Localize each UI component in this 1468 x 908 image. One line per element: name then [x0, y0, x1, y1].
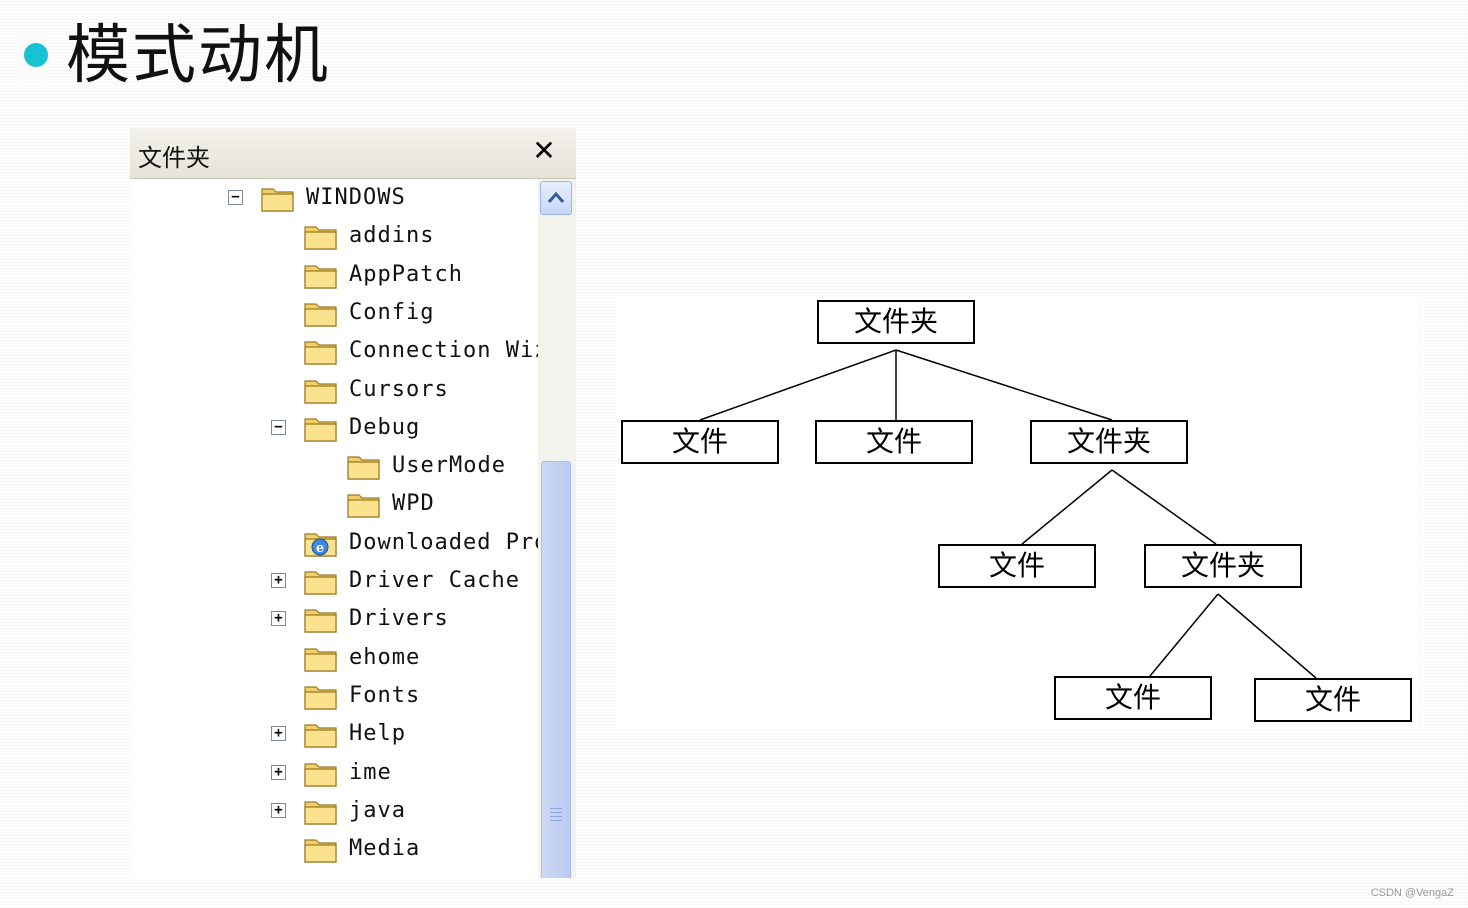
diagram-node-file: 文件 — [621, 420, 779, 464]
diagram-node-file: 文件 — [1254, 678, 1412, 722]
collapse-icon[interactable]: − — [271, 419, 286, 435]
folder-icon — [303, 298, 339, 328]
watermark: CSDN @VengaZ — [1370, 887, 1454, 899]
bullet-icon — [24, 43, 48, 67]
folder-icon — [303, 758, 339, 788]
tree-item-label: Fonts — [349, 682, 421, 708]
diagram-node-file: 文件 — [938, 544, 1096, 588]
scroll-thumb[interactable] — [541, 461, 571, 878]
tree-item[interactable]: + Driver Cache — [130, 564, 538, 598]
tree-item-label: java — [349, 797, 406, 823]
tree-item[interactable]: Cursors — [130, 373, 538, 407]
tree-item-label: Connection Wiz — [349, 338, 538, 364]
connector-line — [1111, 469, 1217, 545]
diagram-connectors — [699, 349, 1317, 679]
tree-item[interactable]: + Drivers — [130, 602, 538, 636]
connector-line — [895, 349, 1113, 421]
expand-icon[interactable]: + — [271, 611, 286, 627]
folder-icon — [303, 566, 339, 596]
folder-icon — [303, 604, 339, 634]
folder-open-icon — [260, 183, 296, 213]
folder-icon — [303, 413, 339, 443]
tree-item-label: WPD — [392, 491, 435, 517]
diagram-node-folder: 文件夹 — [1030, 420, 1188, 464]
tree-item[interactable]: Fonts — [130, 679, 538, 713]
tree-item[interactable]: e Downloaded Pro — [130, 526, 538, 560]
tree-item[interactable]: AppPatch — [130, 258, 538, 292]
tree-diagram: 文件夹 文件 文件 文件夹 文件 文件夹 文件 文件 — [618, 298, 1418, 728]
tree-item[interactable]: Media — [130, 832, 538, 866]
folder-icon — [303, 796, 339, 826]
connector-line — [1021, 469, 1113, 545]
svg-text:e: e — [316, 541, 324, 556]
pane-header: 文件夹 ✕ — [130, 128, 576, 179]
grip-line — [550, 816, 562, 817]
tree-item-label: Driver Cache — [349, 568, 520, 593]
tree-item-label: Config — [349, 299, 435, 325]
tree-item[interactable]: + Help — [130, 717, 538, 751]
tree-item-label: WINDOWS — [306, 185, 406, 210]
connector-line — [699, 349, 897, 421]
grip-line — [550, 808, 562, 809]
ie-folder-icon: e — [303, 528, 339, 558]
tree-item-label: UserMode — [392, 453, 506, 479]
tree-item[interactable]: Connection Wiz — [130, 334, 538, 368]
tree-item[interactable]: ehome — [130, 641, 538, 675]
folder-icon — [303, 834, 339, 864]
scroll-up-button[interactable] — [540, 181, 572, 215]
connector-line — [1149, 593, 1219, 677]
tree-item-label: Help — [349, 721, 406, 747]
tree-item-label: Cursors — [349, 376, 449, 402]
tree-item[interactable]: Config — [130, 296, 538, 330]
tree-item[interactable]: − Debug — [130, 411, 538, 445]
tree-item-label: Downloaded Pro — [349, 529, 538, 555]
vertical-scrollbar[interactable] — [538, 179, 576, 878]
folder-icon — [303, 260, 339, 290]
pane-title: 文件夹 — [138, 144, 210, 172]
folder-tree: − WINDOWS addins AppPatch Config Connect… — [130, 179, 538, 878]
collapse-icon[interactable]: − — [228, 190, 243, 205]
tree-item-label: AppPatch — [349, 261, 463, 287]
folder-icon — [346, 489, 382, 519]
diagram-node-root: 文件夹 — [817, 300, 975, 344]
tree-item[interactable]: + java — [130, 794, 538, 828]
expand-icon[interactable]: + — [271, 573, 286, 588]
folder-icon — [303, 221, 339, 251]
tree-item-label: Debug — [349, 414, 421, 440]
connector-line — [1217, 593, 1317, 679]
folder-pane: 文件夹 ✕ − WINDOWS addins AppPatch Config C… — [130, 128, 576, 878]
expand-icon[interactable]: + — [271, 764, 286, 780]
expand-icon[interactable]: + — [271, 726, 286, 742]
tree-item[interactable]: WPD — [130, 487, 538, 521]
diagram-node-file: 文件 — [815, 420, 973, 464]
tree-item[interactable]: + ime — [130, 756, 538, 790]
tree-item-label: Drivers — [349, 606, 449, 632]
chevron-up-icon — [547, 191, 565, 203]
folder-icon — [303, 336, 339, 366]
slide-title: 模式动机 — [66, 19, 330, 93]
folder-icon — [303, 719, 339, 749]
tree-item-label: Media — [349, 836, 421, 862]
tree-item-label: ehome — [349, 644, 421, 670]
folder-icon — [346, 451, 382, 481]
tree-item-label: addins — [349, 223, 435, 249]
tree-item[interactable]: UserMode — [130, 449, 538, 483]
grip-line — [550, 820, 562, 821]
tree-item-label: ime — [349, 759, 392, 785]
expand-icon[interactable]: + — [271, 802, 286, 818]
tree-item[interactable]: − WINDOWS — [130, 181, 538, 215]
grip-line — [550, 812, 562, 813]
folder-icon — [303, 643, 339, 673]
diagram-node-file: 文件 — [1054, 676, 1212, 720]
diagram-node-folder: 文件夹 — [1144, 544, 1302, 588]
folder-icon — [303, 681, 339, 711]
tree-item[interactable]: addins — [130, 219, 538, 253]
close-icon[interactable]: ✕ — [532, 134, 556, 167]
folder-icon — [303, 375, 339, 405]
